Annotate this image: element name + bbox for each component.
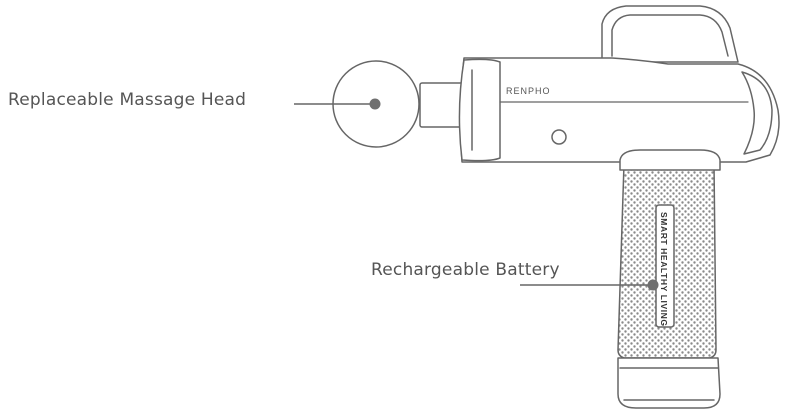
grip-label-strip [655,204,675,328]
callout-dot-battery [647,279,659,291]
callout-dot-head [369,98,381,110]
top-handle [601,5,739,63]
massage-head-neck [419,82,464,128]
callout-label-massage-head: Replaceable Massage Head [8,90,247,110]
grip-label-text: SMART HEALTHY LIVING [659,212,669,327]
battery-end-cap [617,357,721,409]
front-cap [458,58,501,162]
power-button[interactable] [551,129,567,145]
callout-label-battery: Rechargeable Battery [371,260,560,280]
brand-logo-text: RENPHO [506,86,551,96]
grip-collar [619,149,721,171]
main-body [459,57,780,163]
rear-panel [741,71,773,155]
top-handle-inner [611,14,729,57]
